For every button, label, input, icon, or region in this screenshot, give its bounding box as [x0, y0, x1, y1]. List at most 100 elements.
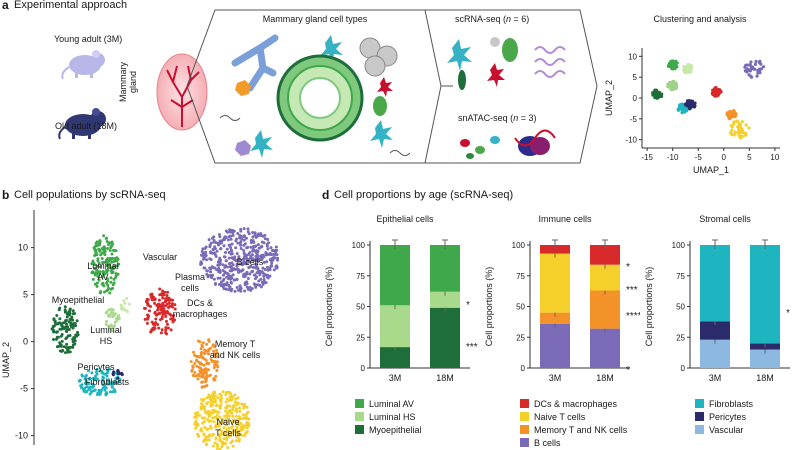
umap-main-point: [171, 298, 175, 302]
umap-main-point: [102, 234, 106, 238]
umap-main-point: [116, 376, 120, 380]
umap-main-point: [105, 281, 109, 285]
umap-small-x-tick-label: -5: [695, 153, 703, 162]
umap-main-point: [266, 275, 270, 279]
umap-main-point: [55, 314, 59, 318]
umap-main-point: [203, 407, 207, 411]
umap-main-point: [215, 417, 219, 421]
umap-main-point: [101, 378, 105, 382]
umap-small-y-label: UMAP_2: [604, 80, 614, 116]
umap-main-cluster: [90, 234, 121, 295]
umap-main-point: [254, 251, 258, 255]
umap-main-point: [233, 400, 237, 404]
umap-main-point: [120, 371, 124, 375]
umap-main-point: [225, 247, 229, 251]
umap-main-point: [212, 235, 216, 239]
umap-main-point: [209, 426, 213, 430]
umap-main-point: [103, 372, 107, 376]
legend-item: Myoepithelial: [355, 423, 422, 436]
umap-main-point: [149, 293, 153, 297]
young-mouse-icon: [61, 50, 105, 80]
umap-main-point: [201, 404, 205, 408]
umap-main-point: [246, 422, 250, 426]
umap-main-point: [227, 414, 231, 418]
umap-main-point: [242, 261, 246, 265]
umap-main-point: [208, 257, 212, 261]
umap-main-point: [195, 416, 199, 420]
umap-small-point: [736, 120, 740, 124]
legend-swatch: [355, 425, 364, 434]
bar-y-tick-label: 100: [352, 241, 366, 250]
umap-main-point: [91, 382, 95, 386]
bar-segment: [430, 307, 460, 368]
umap-main-point: [249, 288, 253, 292]
umap-small-point: [685, 99, 690, 103]
umap-main-point: [203, 425, 207, 429]
umap-main-point: [107, 379, 111, 383]
bar-y-tick-label: 0: [681, 364, 686, 373]
legend-swatch: [355, 399, 364, 408]
umap-main-point: [63, 310, 67, 314]
umap-main-point: [207, 413, 211, 417]
bar-x-tick-label: 18M: [436, 373, 454, 383]
umap-main-point: [215, 351, 219, 355]
umap-main-point: [259, 285, 263, 289]
umap-main-point: [218, 404, 222, 408]
umap-main-point: [67, 320, 71, 324]
umap-main-point: [161, 289, 165, 293]
umap-main-point: [260, 244, 264, 248]
umap-main-point: [200, 416, 204, 420]
umap-main-point: [103, 253, 107, 257]
umap-main-point: [55, 330, 59, 334]
umap-main-point: [106, 283, 110, 287]
umap-main-point: [222, 244, 226, 248]
umap-main-y-tick-label: -5: [20, 384, 28, 394]
umap-main-point: [258, 269, 262, 273]
umap-main-point: [105, 310, 109, 314]
umap-main-point: [203, 377, 207, 381]
umap-main-point: [199, 371, 203, 375]
umap-main-point: [227, 256, 231, 260]
cell-types-frame: [186, 9, 598, 164]
umap-main-point: [226, 446, 230, 450]
umap-main-point: [224, 264, 228, 268]
umap-small-point: [748, 69, 752, 73]
umap-main-point: [83, 386, 87, 390]
umap-main-point: [80, 383, 84, 387]
umap-main-point: [229, 252, 233, 256]
umap-main-point: [100, 371, 104, 375]
umap-main-point: [147, 314, 151, 318]
umap-main-point: [202, 363, 206, 367]
umap-main-point: [62, 345, 66, 349]
umap-main-point: [246, 227, 250, 231]
umap-main-point: [262, 241, 266, 245]
umap-small-point: [749, 60, 753, 64]
umap-main-point: [110, 252, 114, 256]
umap-main-point: [224, 250, 228, 254]
umap-main-point: [65, 315, 69, 319]
umap-main-point: [241, 274, 245, 278]
umap-main-point: [255, 255, 259, 259]
legend-swatch: [520, 425, 529, 434]
umap-main-point: [207, 361, 211, 365]
umap-main-point: [146, 303, 150, 307]
umap-main-point: [123, 301, 127, 305]
umap-main-point: [111, 248, 115, 252]
umap-main-point: [216, 422, 220, 426]
umap-small-point: [740, 120, 744, 124]
umap-main-point: [58, 341, 62, 345]
umap-main-point: [156, 308, 160, 312]
umap-main-point: [94, 241, 98, 245]
umap-main-point: [149, 330, 153, 334]
umap-main-point: [198, 414, 202, 418]
label-naive-line2: T cells: [215, 428, 241, 438]
umap-main-point: [52, 337, 56, 341]
umap-main-point: [207, 339, 211, 343]
umap-main-point: [125, 310, 129, 314]
umap-main-point: [213, 245, 217, 249]
umap-main-point: [104, 322, 108, 326]
umap-main-point: [213, 378, 217, 382]
umap-main-point: [88, 377, 92, 381]
umap-main-point: [109, 287, 113, 291]
